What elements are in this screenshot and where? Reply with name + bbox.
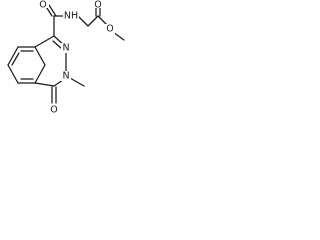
bond-ring-c1-n2-double xyxy=(52,40,63,50)
ring-carbonyl-oxygen-label: O xyxy=(50,105,57,116)
chemical-structure: O NH O O N N O xyxy=(7,0,125,116)
bond-ch2-ester-carbon xyxy=(87,15,99,27)
ring-carbonyl-oxygen-bg xyxy=(49,104,59,115)
ring-nitrogen-2-bg xyxy=(61,71,71,81)
bond-benzene-6 xyxy=(7,64,19,84)
ring-nitrogen-1-bg xyxy=(61,43,71,53)
ester-carbonyl-oxygen-label: O xyxy=(94,0,101,11)
ester-carbonyl-oxygen-bg xyxy=(93,0,103,8)
atom-labels: O NH O O N N O xyxy=(39,0,115,116)
amide-nitrogen-bg xyxy=(63,9,79,23)
bond-n-ch2 xyxy=(77,15,89,27)
bond-benzene-inner-3 xyxy=(11,52,20,66)
ring-nitrogen-1-label: N xyxy=(62,43,69,54)
amide-nitrogen-label: NH xyxy=(64,11,78,22)
ring-nitrogen-2-label: N xyxy=(62,71,69,82)
ester-oxygen-label: O xyxy=(106,24,113,35)
bond-benzene-4 xyxy=(34,64,46,84)
bond-benzene-1 xyxy=(7,46,19,66)
bonds xyxy=(7,4,125,104)
amide-oxygen-bg xyxy=(39,0,49,8)
bond-ring-c4-c4a xyxy=(34,82,55,87)
bond-ring-c1-c8a xyxy=(34,35,55,48)
bond-n-methyl xyxy=(69,77,85,87)
amide-oxygen-label: O xyxy=(39,0,46,11)
ester-oxygen-bg xyxy=(104,24,115,35)
bond-amide-carbonyl-2 xyxy=(48,4,57,17)
bond-benzene-3 xyxy=(34,46,46,66)
